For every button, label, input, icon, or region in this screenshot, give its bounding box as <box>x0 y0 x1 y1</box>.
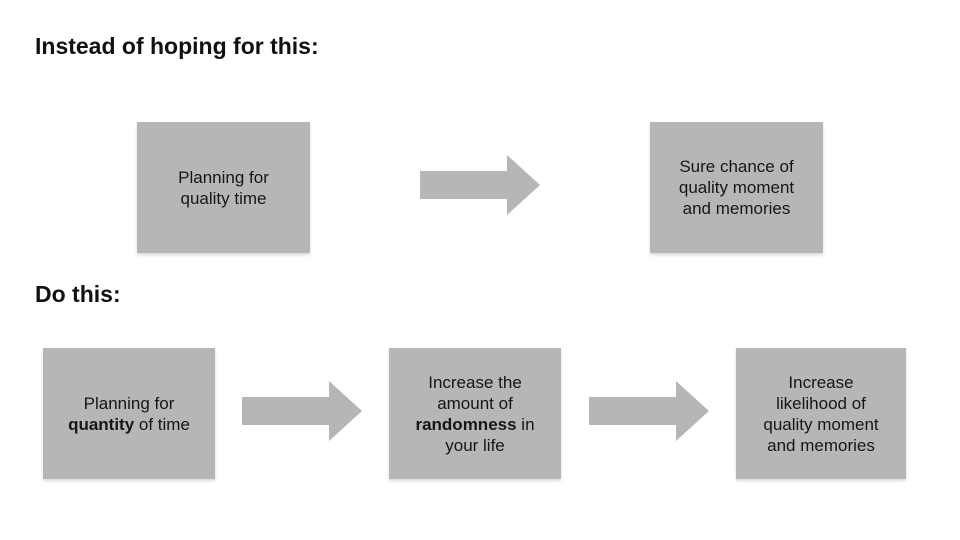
box-text-fragment: in <box>516 414 535 434</box>
box-increase-likelihood: Increase likelihood of quality moment an… <box>736 348 906 479</box>
box-text-line: and memories <box>767 435 875 455</box>
box-text-line: Sure chance of <box>679 157 794 176</box>
box-text-line: quality moment <box>678 178 795 197</box>
box-increase-randomness: Increase the amount of randomness in you… <box>389 348 561 479</box>
box-text: Increase the amount of randomness in you… <box>415 372 534 456</box>
right-arrow-icon <box>420 155 540 215</box>
box-text-line: quality moment <box>763 414 879 434</box>
box-sure-chance: Sure chance of quality moment and memori… <box>650 122 823 253</box>
box-text-line: quality time <box>180 188 267 208</box>
box-text-line: randomness in <box>415 414 534 435</box>
box-text-line: your life <box>445 435 505 455</box>
box-planning-quality-time: Planning for quality time <box>137 122 310 253</box>
box-text-fragment: of time <box>134 414 190 434</box>
bold-word-randomness: randomness <box>415 414 517 434</box>
box-text: Planning for quality time <box>178 167 269 209</box>
box-text-line: Increase the <box>428 372 522 392</box>
section2-heading: Do this: <box>35 281 121 307</box>
box-text-line: Increase <box>788 372 854 392</box>
box-text-line: Planning for <box>83 393 175 413</box>
box-text-line: Planning for <box>178 167 269 187</box>
box-text: Increase likelihood of quality moment an… <box>763 372 878 456</box>
section1-heading: Instead of hoping for this: <box>35 33 319 59</box>
right-arrow-icon <box>589 381 709 441</box>
box-text-line: amount of <box>437 393 513 413</box>
box-text-line: and memories <box>682 199 791 218</box>
box-text: Planning for quantity of time <box>68 393 190 435</box>
box-planning-quantity-of-time: Planning for quantity of time <box>43 348 215 479</box>
right-arrow-icon <box>242 381 362 441</box>
box-text-line: likelihood of <box>776 393 866 413</box>
box-text-line: quantity of time <box>68 414 190 435</box>
box-text: Sure chance of quality moment and memori… <box>679 156 794 219</box>
bold-word-quantity: quantity <box>68 414 135 434</box>
